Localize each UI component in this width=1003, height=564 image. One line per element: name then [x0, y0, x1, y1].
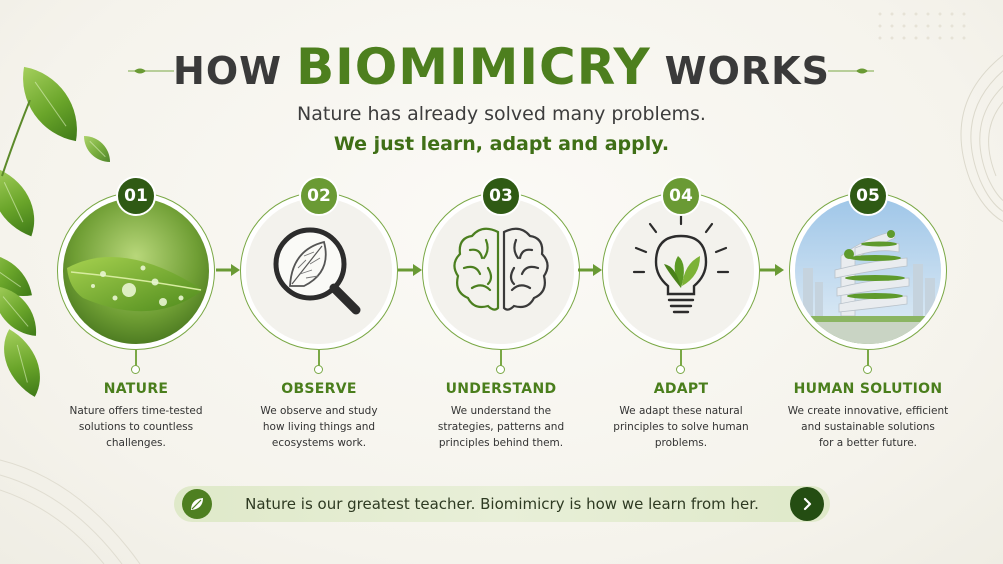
- banner-text: Nature is our greatest teacher. Biomimic…: [245, 495, 759, 513]
- step-description: We understand the strategies, patterns a…: [437, 405, 565, 449]
- title-ornament-left: [128, 68, 174, 74]
- step-circle: [57, 192, 215, 350]
- leaf-icon: [182, 489, 212, 519]
- arrow-right-icon: [578, 264, 602, 276]
- arrow-right-icon: [398, 264, 422, 276]
- step-title: UNDERSTAND: [445, 381, 557, 397]
- step-circle: [422, 192, 580, 350]
- step-circle: [240, 192, 398, 350]
- chevron-right-icon[interactable]: [790, 487, 824, 521]
- title-ornament-right: [828, 68, 874, 74]
- step-number-badge: 03: [481, 176, 521, 216]
- green-building-icon: [795, 198, 941, 344]
- step-adapt: 04 ADAPT We adapt these natural principl…: [595, 176, 767, 466]
- title-suffix: WORKS: [664, 49, 830, 93]
- leaf-water-drops-icon: [63, 198, 209, 344]
- page-title: HOW BIOMIMICRY WORKS: [0, 38, 1003, 96]
- step-human-solution: 05 HUMAN SOLUTION We create innovative, …: [782, 176, 954, 466]
- step-circle: [789, 192, 947, 350]
- title-prefix: HOW: [173, 49, 283, 93]
- decorative-lines: [960, 54, 1003, 223]
- step-title: OBSERVE: [281, 381, 357, 397]
- step-nature: 01 NATURE Nature offers time-tested solu…: [50, 176, 222, 466]
- step-number-badge: 04: [661, 176, 701, 216]
- brain-icon: [428, 198, 574, 344]
- arrow-right-icon: [760, 264, 784, 276]
- lightbulb-leaf-icon: [608, 198, 754, 344]
- step-number-badge: 05: [848, 176, 888, 216]
- subtitle: Nature has already solved many problems.: [297, 103, 706, 125]
- step-circle: [602, 192, 760, 350]
- step-description: We create innovative, efficient and sust…: [787, 405, 949, 449]
- arrow-right-icon: [216, 264, 240, 276]
- step-understand: 03 UNDERSTAND We understand the strategi…: [415, 176, 587, 466]
- title-highlight: BIOMIMICRY: [296, 38, 651, 96]
- step-description: We adapt these natural principles to sol…: [613, 405, 749, 449]
- footer-banner: Nature is our greatest teacher. Biomimic…: [174, 486, 830, 522]
- step-number-badge: 01: [116, 176, 156, 216]
- step-number-badge: 02: [299, 176, 339, 216]
- tagline: We just learn, adapt and apply.: [333, 133, 670, 155]
- step-title: NATURE: [103, 381, 169, 397]
- step-description: Nature offers time-tested solutions to c…: [69, 405, 203, 449]
- step-title: HUMAN SOLUTION: [793, 381, 943, 397]
- step-description: We observe and study how living things a…: [260, 405, 378, 449]
- decorative-dots: [878, 12, 966, 40]
- step-title: ADAPT: [653, 381, 709, 397]
- decorative-lines-bottom: [0, 459, 141, 564]
- step-observe: 02 OBSERVE We observe and study how livi…: [233, 176, 405, 466]
- magnifying-glass-leaf-icon: [246, 198, 392, 344]
